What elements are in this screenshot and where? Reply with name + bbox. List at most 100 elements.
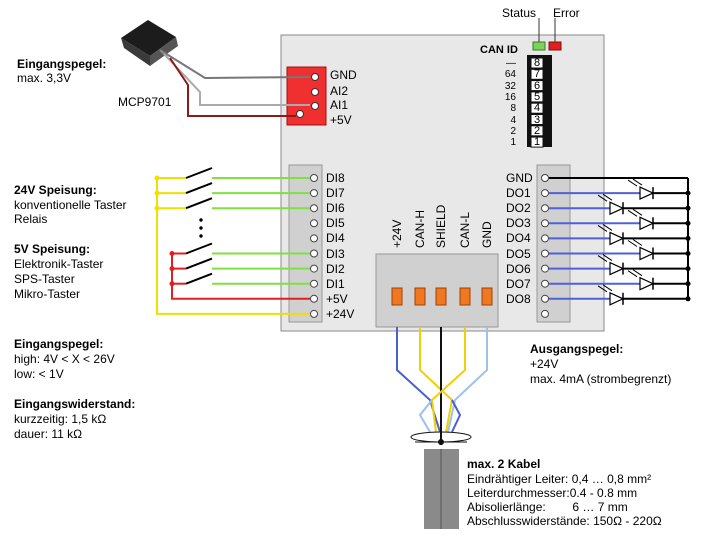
bus-pin-label: SHIELD	[434, 204, 448, 248]
input-level-line-2: low: < 1V	[14, 367, 64, 381]
output-terminal-label: DO1	[506, 186, 531, 201]
switch-icon	[185, 197, 213, 210]
dip-switch-1[interactable]	[530, 136, 544, 148]
dip-switch-8[interactable]	[530, 57, 544, 69]
input-terminal-label: DI2	[326, 261, 345, 276]
can-id-value: 4	[510, 114, 516, 126]
analog-terminal-ai1[interactable]	[311, 102, 319, 110]
input-terminal[interactable]	[310, 279, 318, 288]
output-terminal-label: GND	[506, 171, 533, 185]
cable-line-1: Eindrähtiger Leiter: 0,4 … 0,8 mm²	[467, 472, 652, 486]
status-label: Status	[502, 6, 537, 20]
switch-icon	[185, 167, 213, 179]
input-terminal-label: DI7	[326, 186, 345, 201]
bus-pin[interactable]	[414, 287, 426, 306]
input-level-line-1: high: 4V < X < 26V	[14, 352, 115, 366]
led-icon	[609, 201, 625, 216]
sensor-lead-5v	[169, 57, 296, 117]
dip-switch-number: 5	[533, 90, 541, 103]
input-terminal-label: DI8	[326, 171, 345, 185]
bus-pin-label: CAN-H	[413, 210, 427, 248]
dip-switch-number: 6	[533, 79, 541, 92]
dip-switch-7[interactable]	[530, 68, 544, 80]
analog-terminal-5v[interactable]	[296, 110, 304, 118]
output-terminal-label: DO3	[506, 216, 531, 231]
bus-pin[interactable]	[435, 287, 447, 306]
s5-line-2: SPS-Taster	[14, 272, 75, 286]
bus-wire-gnd	[447, 327, 488, 433]
input-terminal-label: +5V	[326, 291, 348, 306]
dip-switch-2[interactable]	[530, 125, 544, 137]
input-res-line-1: kurzzeitig: 1,5 kΩ	[14, 412, 107, 426]
input-terminal[interactable]	[310, 249, 318, 258]
input-terminal-label: DI4	[326, 231, 345, 246]
s5-line-3: Mikro-Taster	[14, 287, 81, 301]
bus-wire-canh	[419, 327, 454, 433]
cable-line-2: Leiterdurchmesser:0.4 - 0.8 mm	[467, 486, 638, 500]
input-terminal[interactable]	[310, 309, 318, 318]
output-terminal[interactable]	[541, 219, 549, 228]
output-level-line-2: max. 4mA (strombegrenzt)	[530, 372, 672, 386]
output-level-title: Ausgangspegel:	[530, 342, 624, 356]
can-id-value: 1	[510, 137, 516, 149]
led-icon	[609, 291, 625, 306]
output-terminal[interactable]	[541, 174, 549, 182]
analog-label-5v: +5V	[330, 113, 352, 127]
output-terminal[interactable]	[541, 279, 549, 288]
cable-line-3: Abisolierlänge: 6 … 7 mm	[467, 500, 628, 514]
input-terminal[interactable]	[310, 204, 318, 213]
cable-title: max. 2 Kabel	[467, 457, 541, 471]
dip-switch-number: 4	[533, 102, 541, 115]
output-terminal-label: DO5	[506, 246, 531, 261]
input-terminal-label: +24V	[326, 306, 355, 321]
input-terminal[interactable]	[310, 264, 318, 273]
output-terminal-spare[interactable]	[541, 309, 549, 318]
output-terminal[interactable]	[541, 294, 549, 303]
switch-icon	[185, 257, 213, 270]
led-icon	[609, 231, 625, 246]
dip-switch-number: 2	[533, 124, 541, 137]
dip-switch-4[interactable]	[530, 102, 544, 114]
input-terminal[interactable]	[310, 219, 318, 228]
analog-terminal-ai2[interactable]	[311, 88, 319, 96]
s5-line-1: Elektronik-Taster	[14, 257, 104, 271]
analog-terminal-gnd[interactable]	[311, 73, 319, 81]
bus-pin[interactable]	[459, 287, 471, 306]
input-terminal[interactable]	[310, 294, 318, 303]
input-res-title: Eingangswiderstand:	[14, 397, 136, 411]
bus-pin[interactable]	[391, 287, 403, 306]
error-led	[548, 41, 562, 51]
bus-pin-label: CAN-L	[458, 211, 472, 248]
input-res-line-2: dauer: 11 kΩ	[14, 427, 83, 441]
input-terminal[interactable]	[310, 174, 318, 182]
output-terminal[interactable]	[541, 249, 549, 258]
dip-switch-number: 1	[533, 136, 541, 149]
input-terminal-label: DI1	[326, 276, 345, 291]
can-id-value: 8	[510, 103, 516, 115]
output-terminal[interactable]	[541, 264, 549, 273]
can-id-value: 64	[504, 69, 516, 81]
switch-icon	[185, 272, 213, 285]
bus-wire-canl	[430, 327, 466, 433]
dip-switch-number: 7	[533, 68, 541, 81]
dip-switch-number: 8	[533, 57, 541, 69]
input-terminal[interactable]	[310, 189, 318, 198]
bus-pin[interactable]	[481, 287, 493, 306]
output-terminal[interactable]	[541, 189, 549, 198]
input-terminal[interactable]	[310, 234, 318, 243]
input-terminal-label: DI5	[326, 216, 345, 231]
led-icon	[639, 186, 655, 201]
dip-switch-5[interactable]	[530, 91, 544, 103]
can-id-value: 16	[504, 91, 516, 103]
input-terminal-label: DI6	[326, 201, 345, 216]
switch-icon	[185, 182, 213, 195]
output-terminal-label: DO7	[506, 276, 531, 291]
dip-switch-3[interactable]	[530, 114, 544, 125]
output-terminal[interactable]	[541, 204, 549, 213]
input-level-title: Eingangspegel:	[14, 337, 104, 351]
output-terminal[interactable]	[541, 234, 549, 243]
sensor-level-value: max. 3,3V	[17, 71, 72, 85]
dip-switch-6[interactable]	[530, 80, 544, 92]
analog-label-ai1: AI1	[330, 98, 349, 112]
